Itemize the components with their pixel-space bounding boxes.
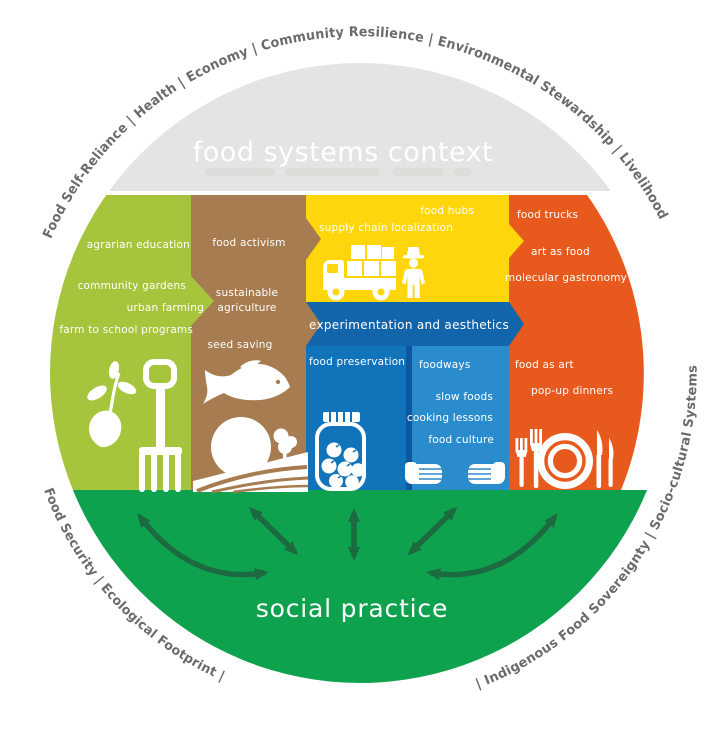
- delivery-truck-icon: [323, 245, 396, 301]
- seedling-icon: [87, 361, 137, 448]
- ghost-subtitle: [205, 168, 472, 176]
- label-sustainable: sustainable: [216, 287, 278, 299]
- label-art-as-food: art as food: [531, 246, 590, 258]
- open-hands-icon: [405, 462, 505, 484]
- label-supply-chain: supply chain localization: [319, 222, 453, 234]
- curved-arrow-left: [137, 513, 269, 581]
- label-foodways: foodways: [419, 359, 471, 371]
- yellow-chevron: [509, 224, 524, 258]
- label-agrarian-education: agrarian education: [87, 239, 190, 251]
- label-community-gardens: community gardens: [78, 280, 186, 292]
- pitchfork-icon: [139, 359, 182, 492]
- label-food-preservation: food preservation: [309, 356, 405, 368]
- brown-chevron-top: [306, 218, 321, 260]
- label-cooking-lessons: cooking lessons: [407, 412, 493, 424]
- label-seed-saving: seed saving: [208, 339, 273, 351]
- fish-icon: [203, 360, 290, 404]
- label-food-trucks: food trucks: [517, 209, 578, 221]
- label-agriculture: agriculture: [217, 302, 276, 314]
- curved-arrow-right: [426, 513, 558, 581]
- page-title: food systems context: [193, 137, 493, 168]
- preserving-jar-icon: [315, 412, 366, 491]
- banner-experimentation: [306, 302, 524, 346]
- green-chevron: [191, 276, 214, 326]
- band-orange: [509, 195, 644, 490]
- label-urban-farming: urban farming: [127, 302, 204, 314]
- label-farm-to-school: farm to school programs: [59, 324, 193, 336]
- plate-and-cutlery-icon: [515, 429, 614, 489]
- brown-chevron-banner: [306, 302, 321, 346]
- social-practice-label: social practice: [256, 594, 448, 623]
- label-pop-up-dinners: pop-up dinners: [531, 385, 613, 397]
- label-food-activism: food activism: [212, 237, 285, 249]
- label-food-as-art: food as art: [515, 359, 574, 371]
- label-food-hubs: food hubs: [420, 205, 474, 217]
- label-experimentation: experimentation and aesthetics: [309, 318, 509, 332]
- farmer-icon: [402, 247, 425, 298]
- label-food-culture: food culture: [428, 434, 494, 446]
- label-molecular-gastronomy: molecular gastronomy: [505, 272, 627, 284]
- label-slow-foods: slow foods: [436, 391, 493, 403]
- exchange-arrows: [137, 506, 558, 581]
- sun-over-field-icon: [193, 417, 309, 494]
